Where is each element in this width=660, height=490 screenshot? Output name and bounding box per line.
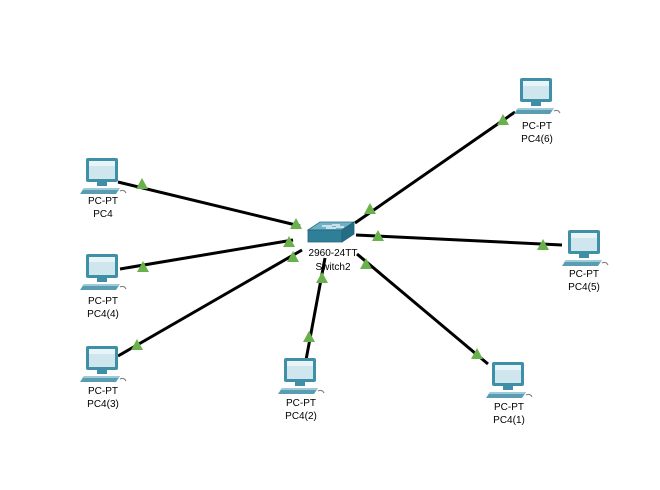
links-layer [117, 110, 563, 366]
link-light-pc4-pc-side [136, 178, 148, 189]
link-pc4-1-switch[interactable] [356, 252, 489, 366]
pc4-6-model-label: PC-PT [522, 121, 552, 132]
link-pc4-4-switch[interactable] [119, 238, 294, 271]
link-light-pc4-5-switch-side [372, 230, 384, 241]
link-light-pc4-switch-side [290, 218, 302, 229]
switch-name-label: Switch2 [315, 262, 351, 273]
link-light-pc4-1-switch-side [360, 258, 372, 269]
link-light-pc4-6-switch-side [364, 203, 376, 214]
pc4-1-pc-icon[interactable] [486, 362, 533, 398]
switch-icon[interactable] [306, 221, 356, 243]
pc4-3-model-label: PC-PT [88, 386, 118, 397]
pc4-4-name-label: PC4(4) [87, 309, 119, 320]
pc4-5-model-label: PC-PT [569, 269, 599, 280]
link-light-pc4-2-pc-side [303, 331, 315, 342]
pc4-1-name-label: PC4(1) [493, 415, 525, 426]
pc4-3-pc-icon[interactable] [80, 346, 127, 382]
link-pc4-6-switch[interactable] [354, 110, 516, 225]
pc4-2-model-label: PC-PT [286, 398, 316, 409]
switch-model-label: 2960-24TT [308, 248, 358, 259]
pc4-1-model-label: PC-PT [494, 402, 524, 413]
link-light-pc4-2-switch-side [316, 272, 328, 283]
link-light-pc4-6-pc-side [497, 114, 509, 125]
pc4-pc-icon[interactable] [80, 158, 127, 194]
link-light-pc4-4-switch-side [283, 236, 295, 247]
link-pc4-3-switch[interactable] [117, 248, 303, 358]
pc4-4-pc-icon[interactable] [80, 254, 127, 290]
link-light-pc4-4-pc-side [137, 261, 149, 272]
link-pc4-switch[interactable] [117, 180, 301, 228]
devices-layer [80, 78, 609, 398]
link-light-pc4-3-pc-side [131, 339, 143, 350]
pc4-3-name-label: PC4(3) [87, 399, 119, 410]
pc4-5-pc-icon[interactable] [562, 230, 609, 266]
pc4-5-name-label: PC4(5) [568, 282, 600, 293]
pc4-2-pc-icon[interactable] [278, 358, 325, 394]
pc4-name-label: PC4 [93, 209, 113, 220]
pc4-model-label: PC-PT [88, 196, 118, 207]
link-lights-layer [131, 114, 549, 359]
pc4-6-pc-icon[interactable] [514, 78, 561, 114]
pc4-2-name-label: PC4(2) [285, 411, 317, 422]
pc4-4-model-label: PC-PT [88, 296, 118, 307]
pc4-6-name-label: PC4(6) [521, 134, 553, 145]
link-light-pc4-3-switch-side [287, 251, 299, 262]
link-light-pc4-5-pc-side [537, 239, 549, 250]
link-light-pc4-1-pc-side [471, 348, 483, 359]
link-pc4-5-switch[interactable] [355, 233, 563, 247]
